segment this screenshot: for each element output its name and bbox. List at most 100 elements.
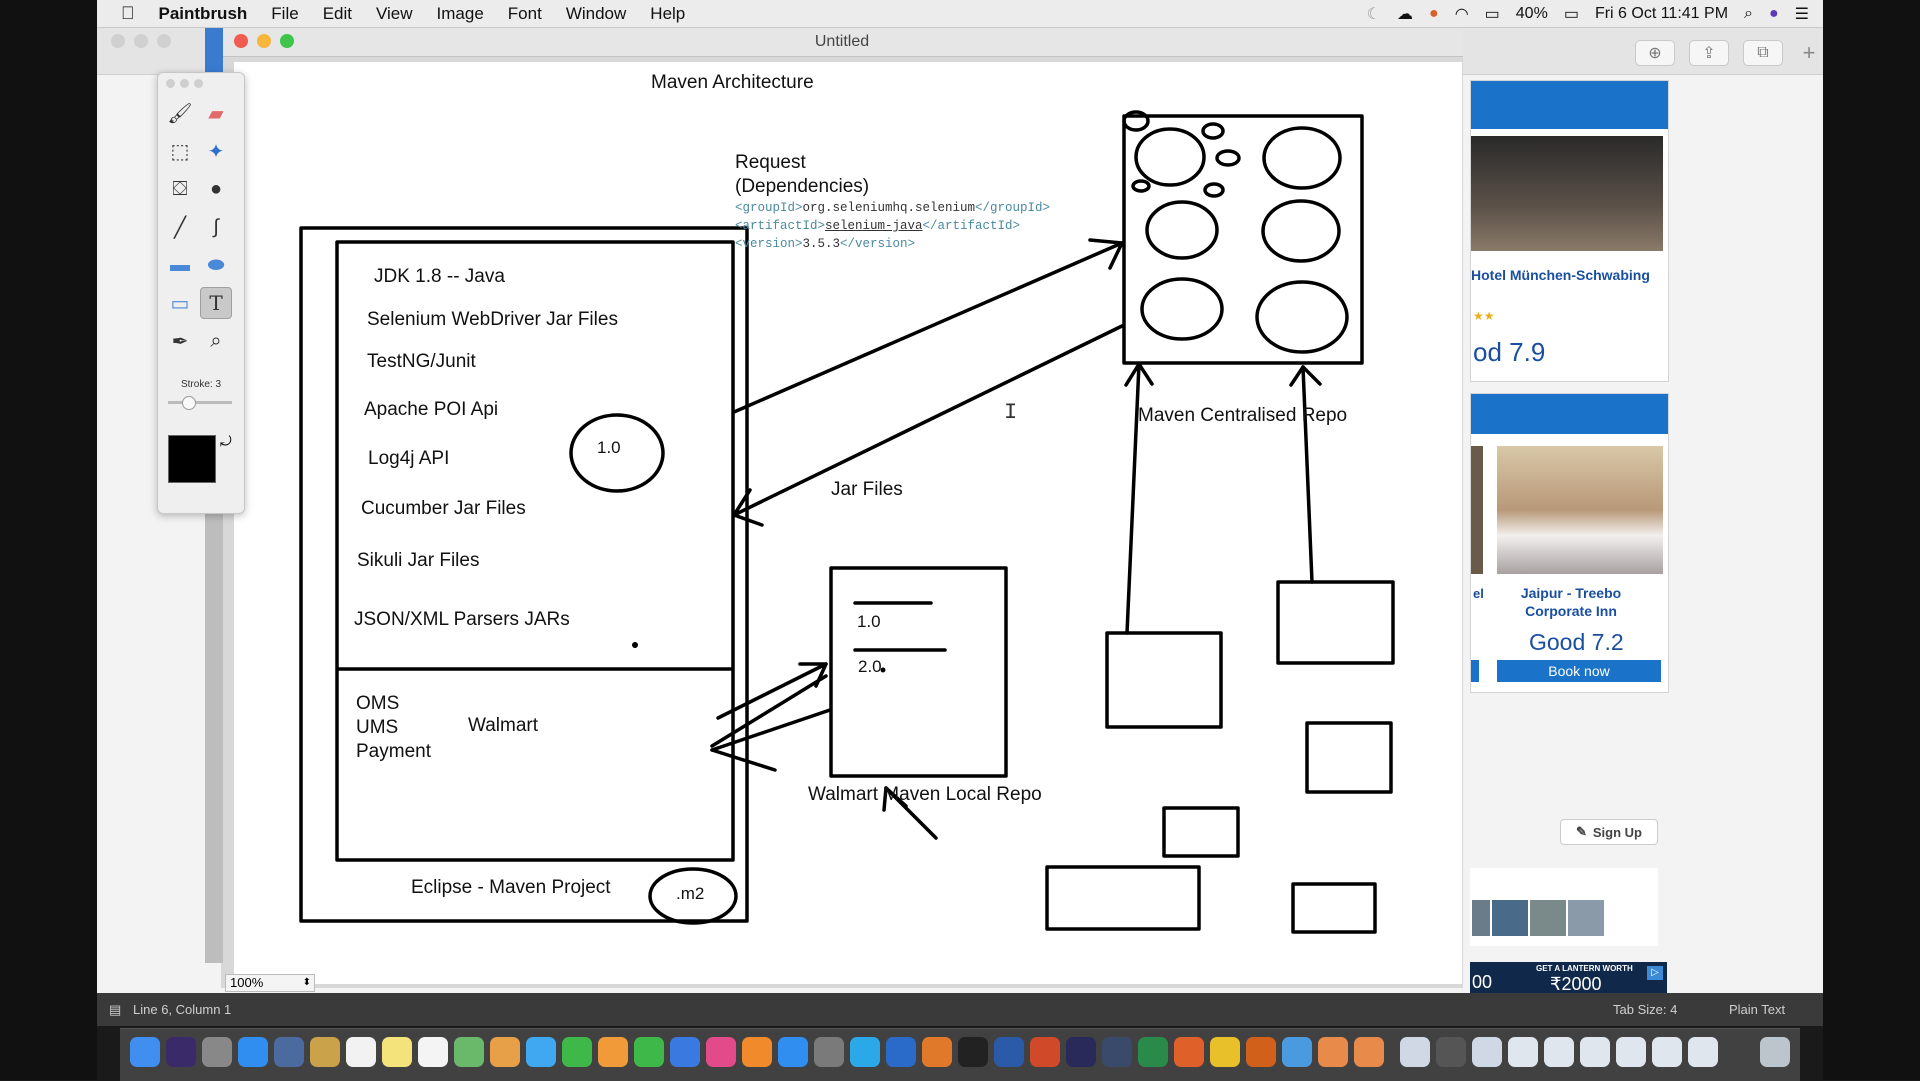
paintbrush-app-icon[interactable] <box>1246 1037 1276 1067</box>
user-status-icon[interactable]: ● <box>1429 4 1439 22</box>
folder-icon[interactable] <box>1400 1037 1430 1067</box>
sublime-icon[interactable] <box>922 1037 952 1067</box>
selection-icon[interactable]: ⬚ <box>170 140 190 163</box>
minimize-button[interactable] <box>257 34 271 48</box>
cloud-icon[interactable]: ☁ <box>1397 5 1414 23</box>
powerpoint-icon[interactable] <box>1030 1037 1060 1067</box>
preview-icon[interactable] <box>274 1037 304 1067</box>
menu-file[interactable]: File <box>257 3 298 23</box>
clock[interactable]: Fri 6 Oct 11:41 PM <box>1594 4 1729 22</box>
palette-close-button[interactable] <box>166 79 175 88</box>
ellipse-icon[interactable]: ⬬ <box>207 253 225 276</box>
slider-knob[interactable] <box>182 396 196 410</box>
finder-icon[interactable] <box>130 1037 160 1067</box>
lantern-banner-ad[interactable]: 00 GET A LANTERN WORTH ₹2000 ▷ <box>1470 962 1667 994</box>
folder-icon[interactable] <box>1436 1037 1466 1067</box>
facetime-icon[interactable] <box>562 1037 592 1067</box>
pages-icon[interactable] <box>598 1037 628 1067</box>
swap-colors-icon[interactable]: ⤾ <box>220 433 232 449</box>
menu-app-name[interactable]: Paintbrush <box>145 3 248 23</box>
paintbrush-icon[interactable]: 🖌 <box>167 102 193 125</box>
skype-icon[interactable] <box>850 1037 880 1067</box>
downloads-stack-icon[interactable] <box>1688 1037 1718 1067</box>
close-button[interactable] <box>234 34 248 48</box>
stickies-icon[interactable] <box>382 1037 412 1067</box>
maps-icon[interactable] <box>454 1037 484 1067</box>
battery-percent[interactable]: 40% <box>1515 4 1548 22</box>
new-tab-button[interactable]: + <box>1802 40 1816 65</box>
flower-app-icon[interactable] <box>1318 1037 1348 1067</box>
ibooks-icon[interactable] <box>742 1037 772 1067</box>
keynote-icon[interactable] <box>670 1037 700 1067</box>
notification-center-icon[interactable]: ☰ <box>1794 5 1809 23</box>
menu-window[interactable]: Window <box>552 3 626 23</box>
folder-icon[interactable] <box>1508 1037 1538 1067</box>
hotel-name-2[interactable]: Jaipur - Treebo Corporate Inn <box>1520 585 1622 619</box>
magnifier-icon[interactable]: ⌕ <box>210 329 222 352</box>
tab-size[interactable]: Tab Size: 4 <box>1613 1002 1678 1017</box>
paint-bucket-icon[interactable]: ⛋ <box>172 177 188 200</box>
bomb-icon[interactable]: ● <box>209 177 223 200</box>
palette-min-button[interactable] <box>180 79 189 88</box>
eraser-icon[interactable]: ▰ <box>208 102 224 125</box>
menu-font[interactable]: Font <box>494 3 542 23</box>
safari-icon[interactable] <box>238 1037 268 1067</box>
syntax-mode[interactable]: Plain Text <box>1729 1002 1786 1017</box>
rectangle-icon[interactable]: ▬ <box>170 253 190 276</box>
foreground-color-swatch[interactable] <box>168 435 216 483</box>
tabs-icon[interactable]: ⧉ <box>1743 40 1783 66</box>
moon-icon[interactable]: ☾ <box>1366 5 1382 23</box>
eyedropper-icon[interactable]: ✒ <box>171 330 189 353</box>
siri-icon[interactable] <box>166 1037 196 1067</box>
side-book-button[interactable] <box>1471 660 1479 682</box>
sign-up-button[interactable]: ✎Sign Up <box>1560 819 1658 845</box>
apple-icon[interactable]:  <box>121 3 135 24</box>
chrome-icon[interactable] <box>1210 1037 1240 1067</box>
battery-icon[interactable]: ▭ <box>1563 5 1579 23</box>
book-now-button[interactable]: Book now <box>1497 660 1661 682</box>
firefox-icon[interactable] <box>1174 1037 1204 1067</box>
excel-icon[interactable] <box>1138 1037 1168 1067</box>
itunes-icon[interactable] <box>706 1037 736 1067</box>
curve-icon[interactable]: ∫ <box>213 215 219 238</box>
folder-icon[interactable] <box>1616 1037 1646 1067</box>
spotlight-icon[interactable]: ⌕ <box>1744 4 1753 22</box>
stroke-slider[interactable] <box>168 396 232 410</box>
calendar-icon[interactable] <box>346 1037 376 1067</box>
hotel-name-1[interactable]: Hotel München-Schwabing <box>1471 267 1650 283</box>
photos-icon[interactable] <box>490 1037 520 1067</box>
zoom-select[interactable]: 100% ⬍ <box>225 974 315 992</box>
xcode-icon[interactable] <box>1282 1037 1312 1067</box>
palette-zoom-button[interactable] <box>194 79 203 88</box>
app-store-icon[interactable] <box>778 1037 808 1067</box>
flower-app-icon[interactable] <box>1354 1037 1384 1067</box>
terminal-icon[interactable] <box>958 1037 988 1067</box>
siri-icon[interactable]: ● <box>1768 4 1779 22</box>
airplay-icon[interactable]: ▭ <box>1484 5 1500 23</box>
hotel-ad-1[interactable]: ▷ Hotel München-Schwabing ★★ od 7.9 <box>1470 80 1669 382</box>
zoom-button[interactable] <box>280 34 294 48</box>
folder-icon[interactable] <box>1580 1037 1610 1067</box>
folder-icon[interactable] <box>1544 1037 1574 1067</box>
browser-close-button[interactable] <box>111 34 125 48</box>
eclipse-icon[interactable] <box>1066 1037 1096 1067</box>
wifi-icon[interactable]: ◠ <box>1454 5 1469 23</box>
messages-icon[interactable] <box>526 1037 556 1067</box>
folder-icon[interactable] <box>1652 1037 1682 1067</box>
trash-icon[interactable] <box>1760 1037 1790 1067</box>
browser-minimize-button[interactable] <box>134 34 148 48</box>
rounded-rect-icon[interactable]: ▭ <box>170 292 190 315</box>
word-icon[interactable] <box>994 1037 1024 1067</box>
outlook-icon[interactable] <box>886 1037 916 1067</box>
hotel-ad-2[interactable]: ▷ el Jaipur - Treebo Corporate Inn Good … <box>1470 393 1669 693</box>
menu-edit[interactable]: Edit <box>309 3 352 23</box>
quicktime-icon[interactable] <box>1102 1037 1132 1067</box>
drawing-canvas[interactable] <box>234 62 1462 984</box>
sidebar-toggle[interactable] <box>205 28 223 74</box>
line-icon[interactable]: ╱ <box>173 216 187 239</box>
ad-choices-icon[interactable]: ▷ <box>1647 966 1663 980</box>
reminders-icon[interactable] <box>418 1037 448 1067</box>
numbers-icon[interactable] <box>634 1037 664 1067</box>
text-tool-icon[interactable]: T <box>200 287 232 319</box>
launchpad-icon[interactable] <box>202 1037 232 1067</box>
